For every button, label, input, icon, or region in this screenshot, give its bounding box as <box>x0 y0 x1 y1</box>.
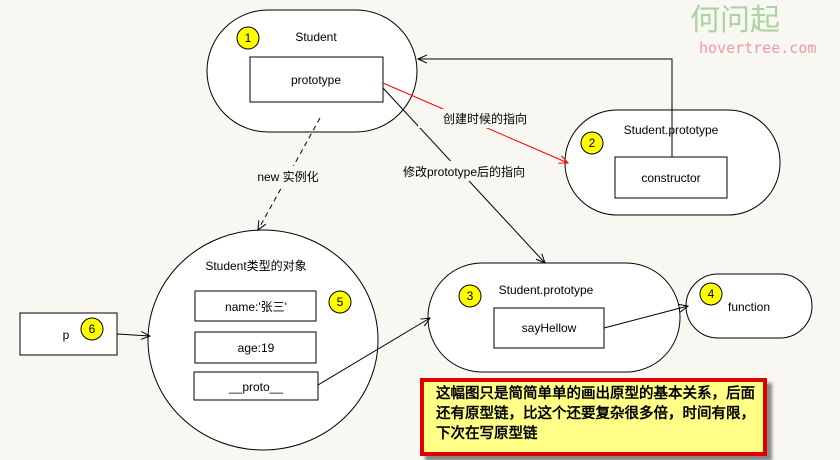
function-node: 4 function <box>685 273 813 339</box>
student-prototype-field: prototype <box>291 73 341 87</box>
badge-3: 3 <box>467 289 474 303</box>
badge-4: 4 <box>708 287 715 301</box>
modified-prototype-title: Student.prototype <box>499 283 594 297</box>
new-instance-label: new 实例化 <box>257 169 318 184</box>
badge-6: 6 <box>89 322 96 336</box>
instance-title: Student类型的对象 <box>205 258 306 273</box>
badge-5: 5 <box>337 295 344 309</box>
p-node: p 6 <box>19 312 118 356</box>
instance-node: Student类型的对象 5 name:'张三' age:19 __proto_… <box>147 229 379 451</box>
sayhellow-edge <box>603 306 688 329</box>
watermark-title: 何问起 <box>690 3 780 38</box>
created-edge-label: 创建时候的指向 <box>443 111 527 126</box>
p-edge <box>116 334 150 336</box>
original-prototype-title: Student.prototype <box>624 123 719 137</box>
student-node: 1 Student prototype <box>206 9 418 133</box>
proto-edge <box>317 318 430 386</box>
original-prototype-node: 2 Student.prototype constructor <box>564 109 781 216</box>
sayhellow-field: sayHellow <box>522 321 577 335</box>
badge-2: 2 <box>589 136 596 150</box>
student-title: Student <box>295 30 337 44</box>
modified-edge-label: 修改prototype后的指向 <box>403 164 525 179</box>
age-field: age:19 <box>238 341 275 355</box>
proto-field: __proto__ <box>228 380 283 394</box>
watermark-logo: 何问起 hovertree.com <box>690 3 816 57</box>
name-field: name:'张三' <box>225 300 287 314</box>
function-title: function <box>728 300 770 314</box>
constructor-edge <box>418 59 673 157</box>
watermark-site: hovertree.com <box>699 39 816 57</box>
badge-1: 1 <box>245 31 252 45</box>
p-title: p <box>63 328 70 342</box>
constructor-field: constructor <box>641 171 700 185</box>
note-box: 这幅图只是简简单单的画出原型的基本关系，后面还有原型链，比这个还要复杂很多倍，时… <box>420 378 767 456</box>
